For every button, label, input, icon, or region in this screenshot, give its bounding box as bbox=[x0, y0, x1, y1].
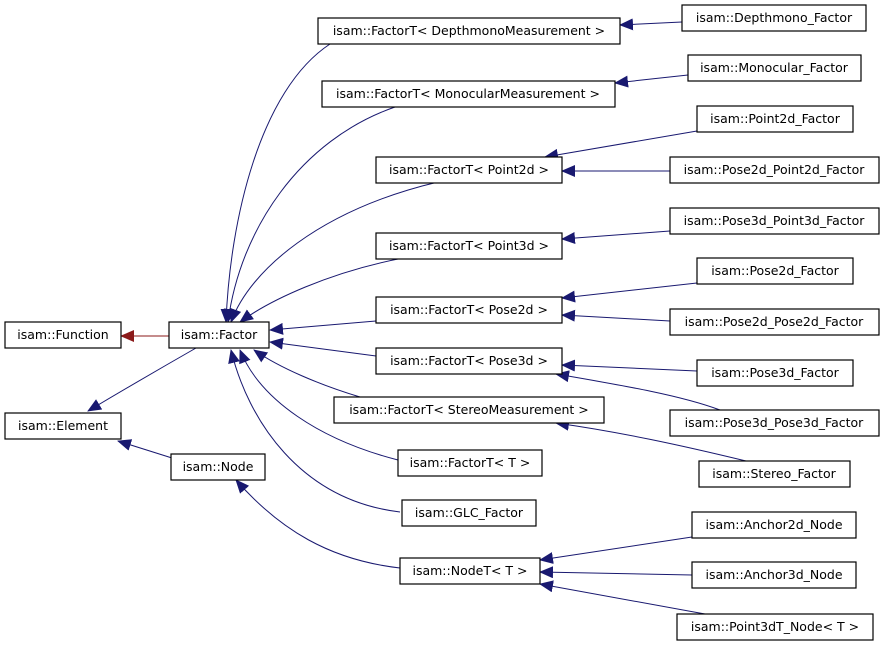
node-isam-element[interactable]: isam::Element bbox=[4, 412, 122, 440]
node-pose3d-point3d-factor[interactable]: isam::Pose3d_Point3d_Factor bbox=[669, 207, 880, 235]
edge-depthmono-factor-to-factorT bbox=[619, 18, 683, 31]
edge-pose3d-factor-to-factorT bbox=[561, 359, 698, 372]
node-factorT-pose2d[interactable]: isam::FactorT< Pose2d > bbox=[375, 296, 563, 324]
node-factorT-stereo-label: isam::FactorT< StereoMeasurement > bbox=[349, 402, 589, 417]
node-isam-factor[interactable]: isam::Factor bbox=[168, 321, 270, 349]
node-point3dt-node[interactable]: isam::Point3dT_Node< T > bbox=[676, 613, 874, 641]
node-pose3d-pose3d-factor[interactable]: isam::Pose3d_Pose3d_Factor bbox=[669, 409, 880, 437]
node-factorT-point3d-label: isam::FactorT< Point3d > bbox=[389, 238, 549, 253]
node-factorT-stereo[interactable]: isam::FactorT< StereoMeasurement > bbox=[333, 396, 605, 424]
node-isam-node-label: isam::Node bbox=[183, 459, 254, 474]
edge-factor-point2d-to-factor bbox=[229, 181, 439, 323]
node-pose3d-factor-label: isam::Pose3d_Factor bbox=[711, 365, 839, 380]
edge-pose3d-point3d-factor-to-factorT bbox=[561, 230, 671, 245]
edge-factor-t-to-factor bbox=[239, 349, 399, 461]
node-pose2d-point2d-factor[interactable]: isam::Pose2d_Point2d_Factor bbox=[669, 156, 880, 184]
node-pose3d-point3d-factor-label: isam::Pose3d_Point3d_Factor bbox=[684, 213, 866, 228]
node-depthmono-factor-label: isam::Depthmono_Factor bbox=[696, 10, 853, 25]
nodes: isam::Function isam::Element isam::Facto… bbox=[4, 4, 880, 641]
node-stereo-factor-label: isam::Stereo_Factor bbox=[712, 466, 836, 481]
node-pose2d-factor[interactable]: isam::Pose2d_Factor bbox=[696, 257, 854, 285]
node-monocular-factor-label: isam::Monocular_Factor bbox=[700, 60, 849, 75]
node-factorT-pose3d[interactable]: isam::FactorT< Pose3d > bbox=[375, 347, 563, 375]
node-stereo-factor[interactable]: isam::Stereo_Factor bbox=[698, 460, 851, 488]
node-factorT-depthmono[interactable]: isam::FactorT< DepthmonoMeasurement > bbox=[317, 17, 621, 45]
edge-factor-pose2d-to-factor bbox=[269, 320, 377, 335]
edge-factor-stereo-to-factor bbox=[253, 349, 361, 398]
edge-pose2d-pose2d-factor-to-factorT bbox=[561, 309, 671, 322]
edge-anchor2d-node-to-node-t bbox=[539, 536, 693, 564]
node-anchor3d-node-label: isam::Anchor3d_Node bbox=[705, 567, 842, 582]
node-pose2d-pose2d-factor[interactable]: isam::Pose2d_Pose2d_Factor bbox=[669, 308, 880, 336]
node-pose3d-factor[interactable]: isam::Pose3d_Factor bbox=[696, 359, 854, 387]
edge-factor-depthmono-to-factor bbox=[220, 43, 331, 323]
edge-factor-to-element bbox=[87, 347, 197, 412]
node-factorT-monocular[interactable]: isam::FactorT< MonocularMeasurement > bbox=[321, 80, 616, 108]
node-point2d-factor-label: isam::Point2d_Factor bbox=[710, 111, 841, 126]
node-factorT-point3d[interactable]: isam::FactorT< Point3d > bbox=[375, 232, 563, 260]
node-pose3d-pose3d-factor-label: isam::Pose3d_Pose3d_Factor bbox=[685, 415, 865, 430]
node-factorT-pose2d-label: isam::FactorT< Pose2d > bbox=[390, 302, 548, 317]
node-node-t-label: isam::NodeT< T > bbox=[412, 563, 527, 578]
node-pose2d-pose2d-factor-label: isam::Pose2d_Pose2d_Factor bbox=[685, 314, 865, 329]
edge-monocular-factor-to-factorT bbox=[614, 74, 689, 88]
node-point2d-factor[interactable]: isam::Point2d_Factor bbox=[696, 105, 854, 133]
node-isam-function[interactable]: isam::Function bbox=[4, 321, 122, 349]
edge-node-to-element bbox=[117, 439, 173, 459]
edge-factor-monocular-to-factor bbox=[223, 106, 396, 323]
node-isam-element-label: isam::Element bbox=[18, 418, 108, 433]
edge-pose3d-pose3d-factor-to-factorT bbox=[555, 370, 721, 411]
edge-anchor3d-node-to-node-t bbox=[539, 566, 693, 579]
node-glc-factor-label: isam::GLC_Factor bbox=[415, 505, 524, 520]
node-isam-factor-label: isam::Factor bbox=[181, 327, 258, 342]
edges bbox=[87, 18, 747, 615]
node-depthmono-factor[interactable]: isam::Depthmono_Factor bbox=[681, 4, 867, 32]
node-isam-function-label: isam::Function bbox=[17, 327, 108, 342]
node-anchor2d-node-label: isam::Anchor2d_Node bbox=[705, 517, 842, 532]
node-pose2d-point2d-factor-label: isam::Pose2d_Point2d_Factor bbox=[684, 162, 866, 177]
node-glc-factor[interactable]: isam::GLC_Factor bbox=[401, 499, 537, 527]
node-factorT-pose3d-label: isam::FactorT< Pose3d > bbox=[390, 353, 548, 368]
node-anchor2d-node[interactable]: isam::Anchor2d_Node bbox=[691, 511, 857, 539]
node-factorT-point2d[interactable]: isam::FactorT< Point2d > bbox=[375, 156, 563, 184]
edge-pose2d-factor-to-factorT bbox=[561, 282, 698, 303]
edge-node-t-to-node bbox=[235, 479, 401, 569]
edge-point2d-factor-to-factorT bbox=[544, 130, 698, 161]
node-anchor3d-node[interactable]: isam::Anchor3d_Node bbox=[691, 561, 857, 589]
node-factorT-t-label: isam::FactorT< T > bbox=[410, 455, 531, 470]
node-pose2d-factor-label: isam::Pose2d_Factor bbox=[711, 263, 839, 278]
node-node-t[interactable]: isam::NodeT< T > bbox=[399, 557, 541, 585]
node-point3dt-node-label: isam::Point3dT_Node< T > bbox=[691, 619, 859, 634]
edge-factor-point3d-to-factor bbox=[239, 257, 404, 323]
node-factorT-point2d-label: isam::FactorT< Point2d > bbox=[389, 162, 549, 177]
edge-glc-to-factor bbox=[228, 349, 401, 513]
edge-point3dt-node-to-node-t bbox=[539, 580, 706, 615]
node-factorT-t[interactable]: isam::FactorT< T > bbox=[397, 449, 543, 477]
node-isam-node[interactable]: isam::Node bbox=[170, 453, 266, 481]
edge-factor-pose3d-to-factor bbox=[269, 337, 377, 357]
node-factorT-monocular-label: isam::FactorT< MonocularMeasurement > bbox=[336, 86, 600, 101]
edge-stereo-factor-to-factorT bbox=[555, 418, 747, 462]
node-monocular-factor[interactable]: isam::Monocular_Factor bbox=[687, 54, 862, 82]
node-factorT-depthmono-label: isam::FactorT< DepthmonoMeasurement > bbox=[333, 23, 605, 38]
